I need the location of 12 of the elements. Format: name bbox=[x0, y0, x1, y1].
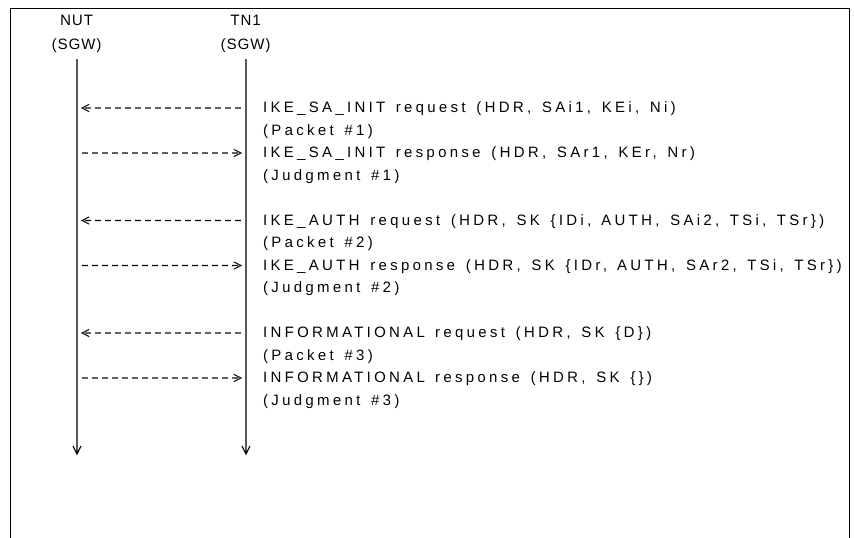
message-arrow bbox=[82, 261, 242, 270]
participant-name: TN1 bbox=[230, 11, 262, 31]
message-arrow bbox=[81, 328, 241, 338]
participant-name: (SGW) bbox=[52, 35, 102, 55]
lifeline-arrow bbox=[241, 59, 251, 455]
message-arrow bbox=[82, 374, 242, 382]
participant-name: (SGW) bbox=[220, 35, 272, 55]
message-arrow bbox=[81, 216, 241, 225]
message-arrow bbox=[81, 104, 241, 112]
lifeline-arrow bbox=[72, 59, 82, 455]
message-arrow bbox=[82, 148, 242, 158]
participant-name: NUT bbox=[60, 11, 94, 31]
